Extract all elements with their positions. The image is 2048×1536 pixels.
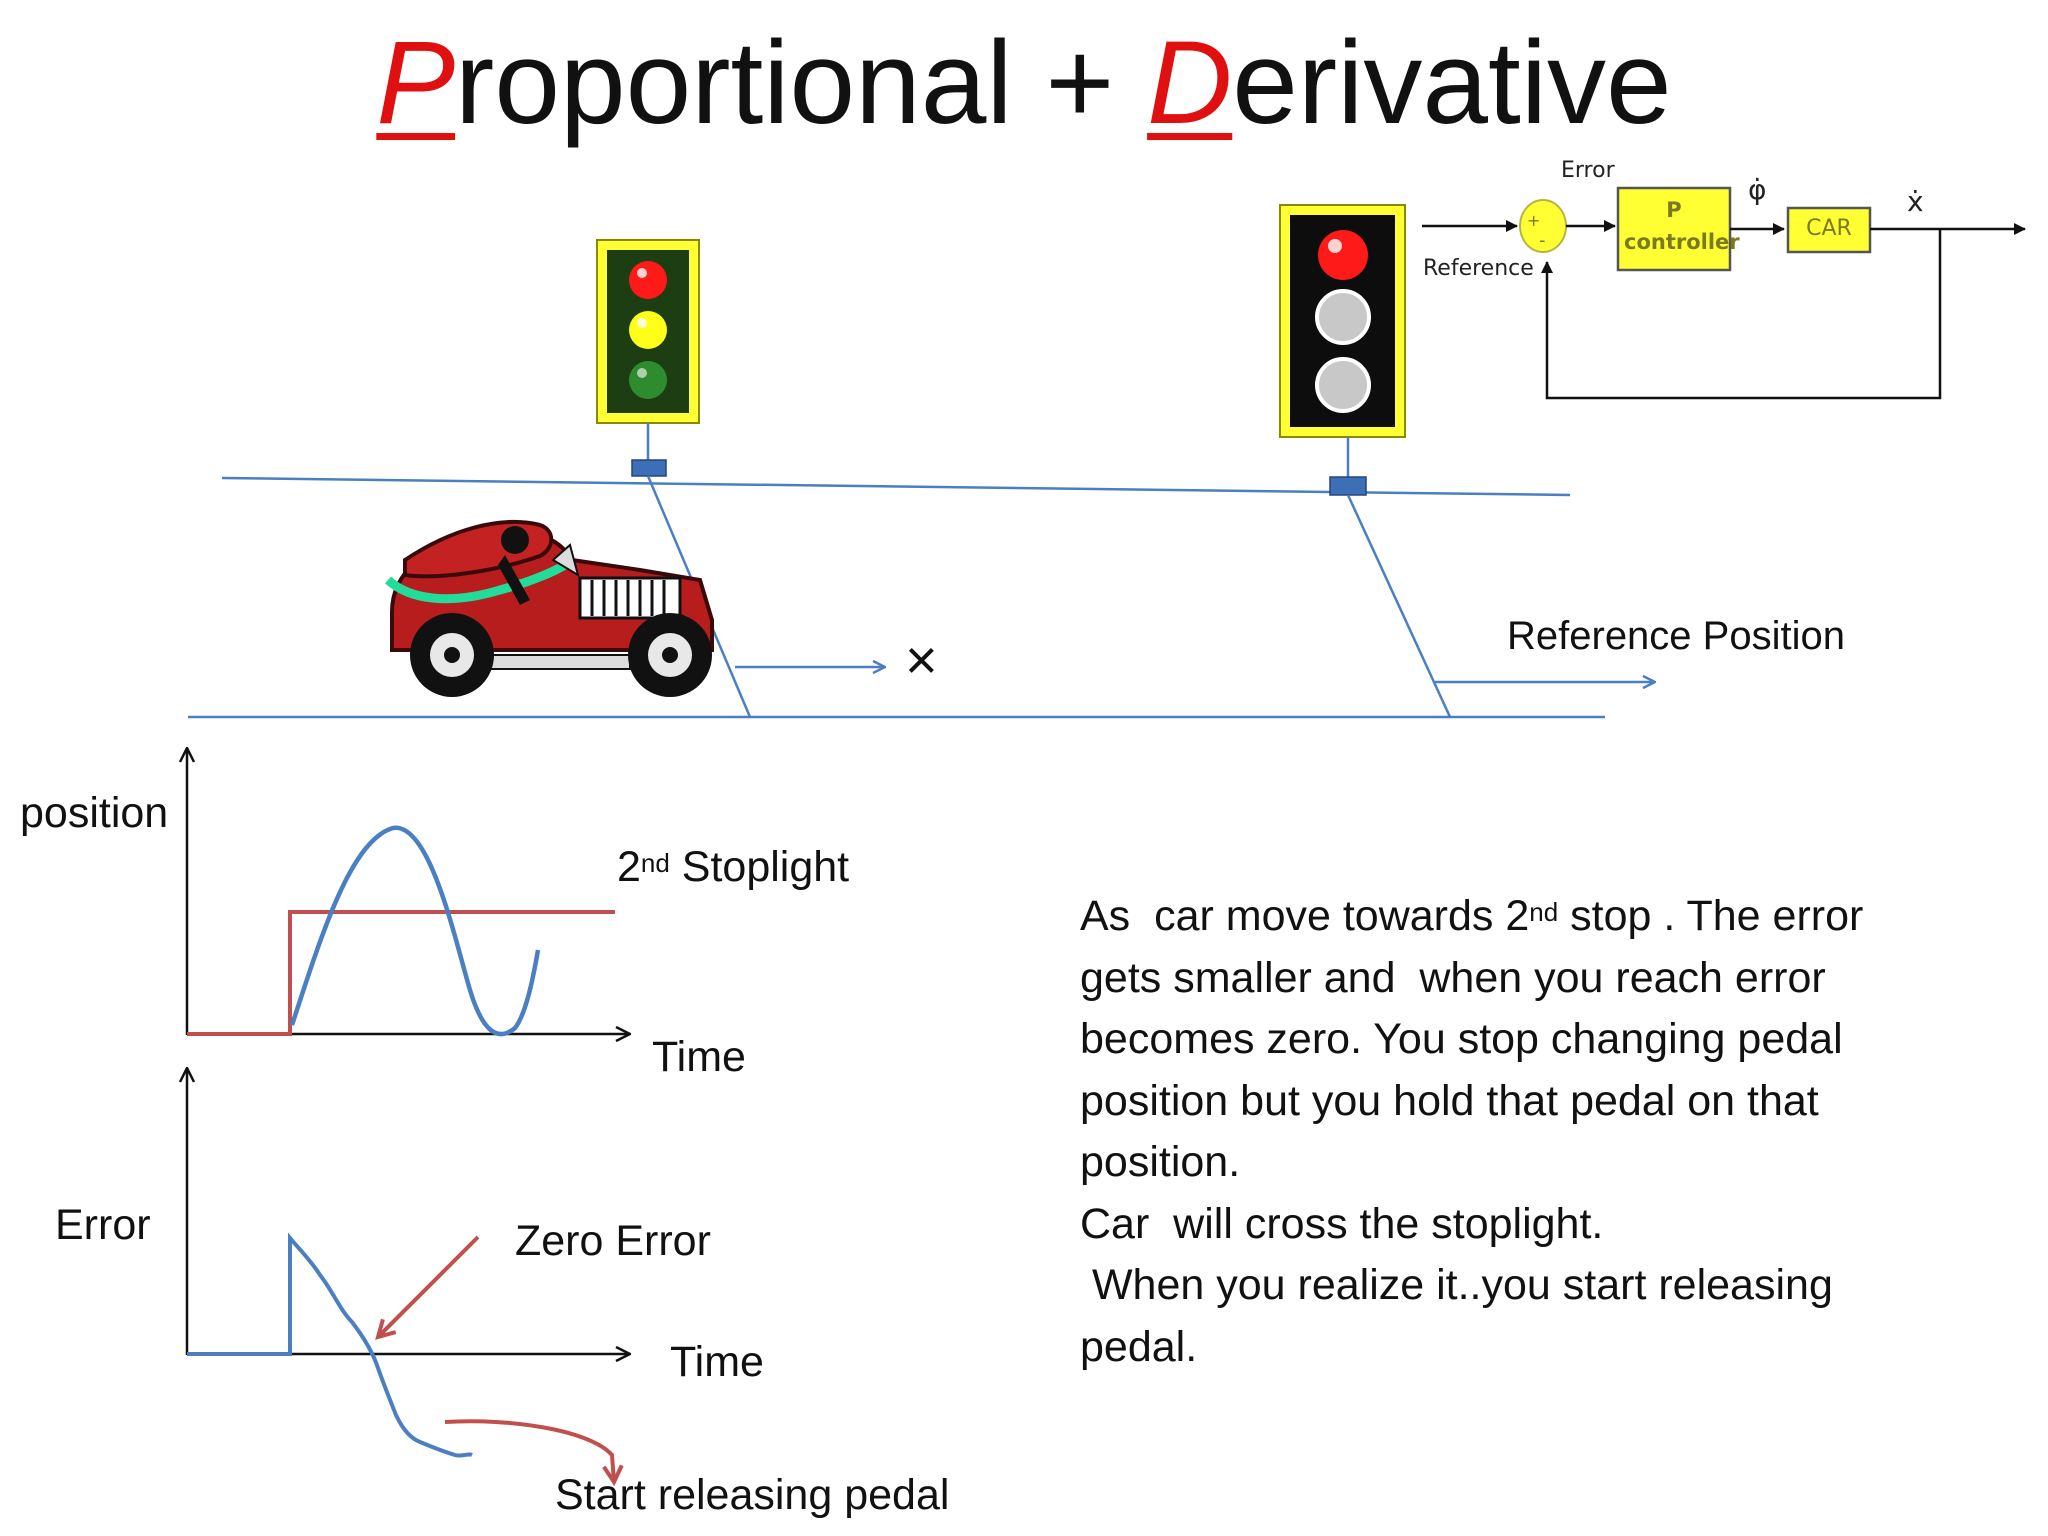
explanation-paragraph: As car move towards 2nd stop . The error… <box>1080 886 2020 1378</box>
error-time-label: Time <box>670 1338 764 1386</box>
paragraph-line: position. <box>1080 1138 1241 1186</box>
paragraph-line: position but you hold that pedal on that <box>1080 1076 1819 1125</box>
paragraph-line-1b: stop . The error <box>1558 892 1864 940</box>
car-block-label: CAR <box>1806 216 1852 241</box>
reference-position-label: Reference Position <box>1507 614 1845 658</box>
x-marker: × <box>905 628 938 691</box>
second-stoplight-label: 2nd Stoplight <box>617 842 849 892</box>
second-stoplight-suffix: nd <box>640 848 670 878</box>
summing-minus-sign: - <box>1539 230 1546 251</box>
title-d-letter: D <box>1147 17 1233 149</box>
title-proportional-rest: roportional <box>455 17 1013 149</box>
paragraph-line: becomes zero. You stop changing pedal <box>1080 1015 1843 1063</box>
reference-step-line <box>187 910 615 1036</box>
p-controller-block <box>1616 186 1732 272</box>
paragraph-line: Car will cross the stoplight. <box>1080 1199 1604 1248</box>
summing-plus-sign: + <box>1527 211 1541 230</box>
block-reference-label: Reference <box>1423 256 1534 281</box>
title-derivative-rest: erivative <box>1232 17 1672 149</box>
traffic-light-icon <box>1279 204 1452 718</box>
zero-error-label: Zero Error <box>515 1217 711 1265</box>
position-response-curve <box>289 825 541 1037</box>
paragraph-line-1a: As car move towards 2 <box>1080 892 1530 940</box>
phi-dot-label: φ̇ <box>1748 173 1767 206</box>
paragraph-line: As car move towards 2nd stop . The error <box>1080 886 2020 948</box>
feedback-loop <box>1541 229 1942 400</box>
paragraph-line: pedal. <box>1080 1322 1198 1371</box>
block-diagram <box>1422 186 2026 400</box>
road-top-line <box>221 476 1571 497</box>
page-title: Proportional + Derivative <box>0 18 2048 148</box>
car-block <box>1786 206 1872 254</box>
position-plot <box>187 748 630 1035</box>
position-axis-label: position <box>20 789 169 837</box>
x-dot-label: ẋ <box>1907 185 1924 218</box>
second-stoplight-number: 2 <box>617 843 641 891</box>
position-time-label: Time <box>652 1033 746 1081</box>
p-controller-label: controller <box>1624 230 1740 254</box>
block-error-label: Error <box>1561 158 1615 183</box>
p-controller-label-p: P <box>1666 198 1682 222</box>
title-p-letter: P <box>376 17 456 149</box>
paragraph-line: When you realize it..you start releasing <box>1080 1261 1833 1309</box>
title-plus: + <box>1012 17 1148 149</box>
release-pedal-arrow <box>444 1419 614 1482</box>
error-axis-label: Error <box>55 1201 151 1249</box>
paragraph-line-1-sup: nd <box>1529 897 1559 927</box>
race-car-icon <box>384 519 714 697</box>
start-releasing-pedal-label: Start releasing pedal <box>555 1471 950 1519</box>
error-plot <box>187 1068 630 1482</box>
zero-error-arrow <box>378 1235 480 1337</box>
paragraph-line: gets smaller and when you reach error <box>1080 953 1826 1002</box>
error-curve <box>187 1232 473 1458</box>
second-stoplight-text: Stoplight <box>669 843 850 891</box>
